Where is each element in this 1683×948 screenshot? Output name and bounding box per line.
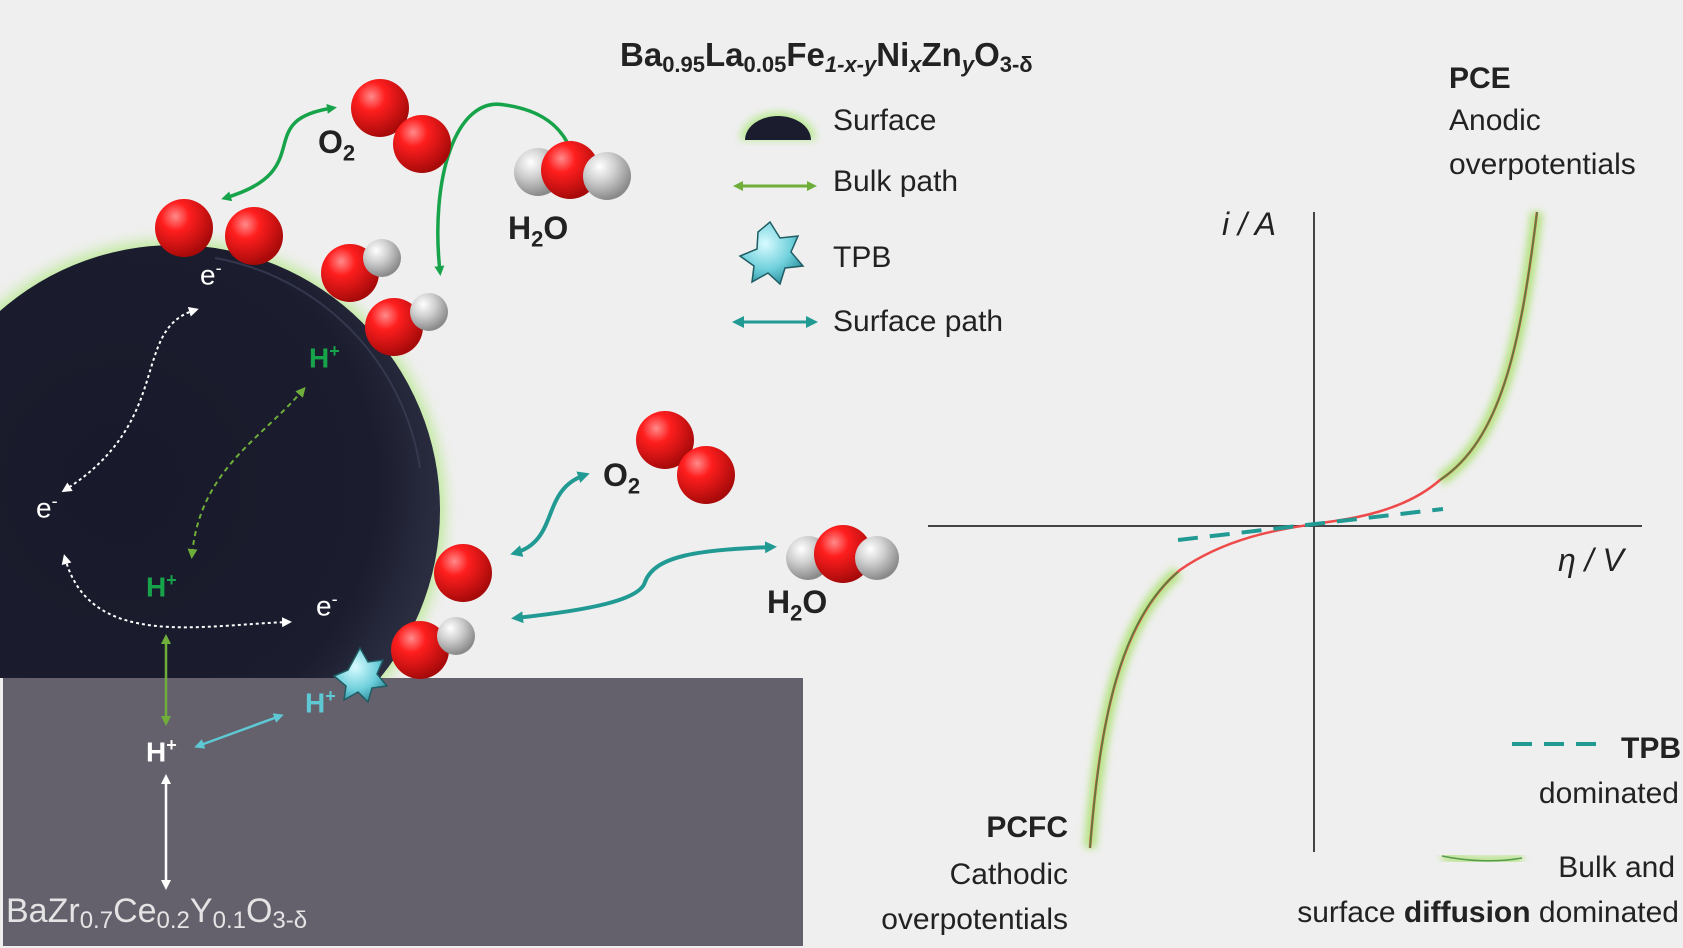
legend-bulk-line1: Bulk and: [1558, 851, 1675, 884]
legend-surface-label: Surface: [833, 104, 937, 137]
legend-tpb-dominated-title: TPB: [1621, 732, 1681, 765]
bulk-arrow-h2o: [434, 102, 573, 276]
legend-tpb-star-icon: [738, 220, 805, 286]
legend-tpb-dominated-text: dominated: [1538, 777, 1679, 810]
adsorbed-hydroxyl-1: [321, 239, 401, 302]
proton-label-upper: H+: [309, 341, 340, 374]
tpb-star-icon: [332, 646, 389, 704]
pce-title: PCE: [1449, 62, 1511, 95]
adsorbed-oxygen-pair: [155, 199, 283, 265]
pce-line1: Anodic: [1449, 104, 1541, 137]
adsorbed-oxygen-lower: [434, 544, 492, 602]
legend-surface-path-label: Surface path: [833, 305, 1004, 338]
o2-molecule-middle: [636, 411, 735, 504]
pcfc-line2: overpotentials: [881, 903, 1068, 936]
surface-arrow-o2: [510, 471, 590, 557]
adsorbed-hydroxyl-2: [365, 293, 448, 356]
o2-label-middle: O2: [603, 457, 641, 499]
o2-label-top: O2: [318, 124, 356, 166]
legend-surface-icon: [740, 112, 816, 140]
h2o-molecule-top: [514, 141, 631, 200]
pce-line2: overpotentials: [1449, 148, 1636, 181]
surface-arrow-h2o: [511, 541, 777, 624]
pcfc-line1: Cathodic: [949, 858, 1068, 891]
adsorbed-hydroxyl-tpb: [391, 617, 475, 679]
electron-label-bottom: e-: [316, 589, 338, 622]
proton-label-tpb: H+: [305, 686, 336, 719]
bulk-diffusion-line: [1089, 211, 1538, 849]
proton-label-middle: H+: [146, 570, 177, 603]
cathode-material-formula: Ba0.95La0.05Fe1-x-yNixZnyO3-δ: [620, 36, 1033, 77]
proton-label-electrolyte: H+: [146, 735, 177, 768]
electrolyte-formula: BaZr0.7Ce0.2Y0.1O3-δ: [6, 892, 308, 934]
y-axis-label: i / A: [1222, 206, 1276, 242]
h2o-label-top: H2O: [508, 210, 569, 252]
x-axis-label: η / V: [1558, 542, 1624, 578]
tpb-dominated-line: [1177, 507, 1444, 542]
electrolyte-substrate: [3, 678, 803, 946]
o2-molecule-top: [351, 79, 451, 173]
h2o-molecule-middle: [786, 525, 899, 583]
tpb-proton-arrow: [194, 713, 284, 749]
legend-bulk-path-label: Bulk path: [833, 165, 959, 198]
legend-tpb-label: TPB: [833, 241, 892, 274]
pcfc-title: PCFC: [986, 811, 1068, 844]
h2o-label-middle: H2O: [767, 584, 828, 626]
bulk-arrow-o2: [221, 103, 337, 202]
bulk-proton-path: [187, 386, 306, 559]
legend-bulk-line2: surface diffusion dominated: [1297, 896, 1679, 929]
electron-label-top: e-: [200, 258, 222, 291]
surface-electron-path: [61, 306, 199, 493]
electron-label-left: e-: [36, 491, 58, 524]
